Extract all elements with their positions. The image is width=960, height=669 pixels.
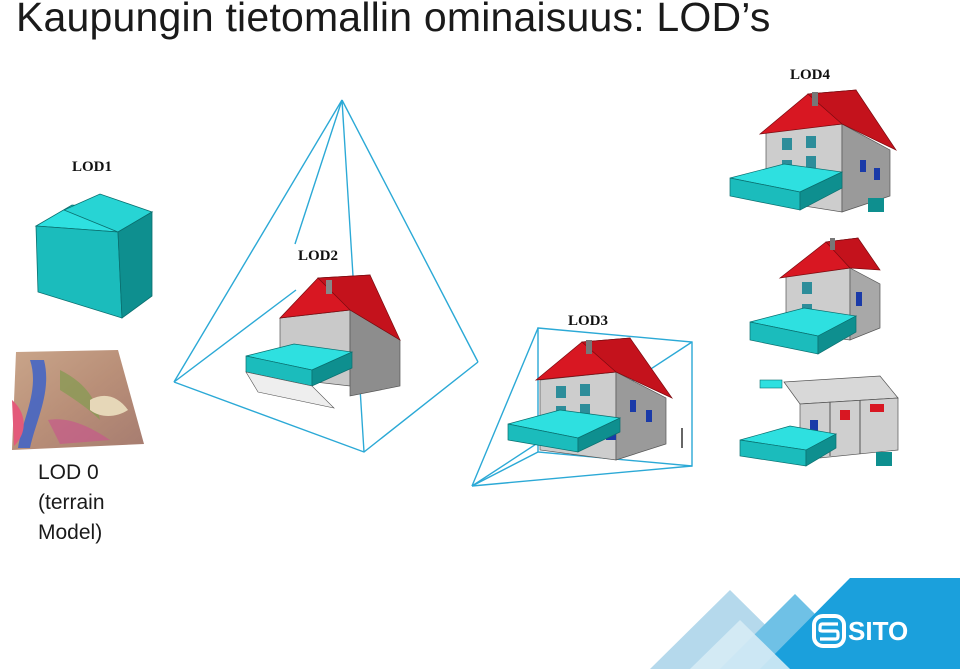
lod0-caption-line1: LOD 0: [38, 461, 99, 484]
lod1-label: LOD1: [72, 159, 112, 175]
lod3-house: [507, 337, 683, 461]
sito-logo: SITO: [812, 614, 908, 648]
lod0-caption-line2: (terrain: [38, 491, 105, 514]
lod0-terrain: [12, 350, 144, 450]
lod4-house-cutaway: [749, 237, 881, 355]
lod3-label: LOD3: [568, 313, 608, 329]
lod0-caption-line3: Model): [38, 521, 103, 544]
lod1-block: [34, 193, 154, 319]
lod2-house: [245, 274, 401, 409]
brand-corner: [650, 578, 960, 669]
lod4-house-exterior: [729, 89, 898, 213]
slide-title: Kaupungin tietomallin ominaisuus: LOD’s: [16, 0, 771, 40]
lod0-caption: LOD 0 (terrain Model): [38, 458, 105, 548]
lod4-label: LOD4: [790, 67, 831, 83]
lod2-frustum: [173, 99, 479, 453]
lod4-house-interior: [739, 375, 899, 467]
lod2-label: LOD2: [298, 248, 338, 264]
sito-logo-icon: [812, 614, 846, 648]
sito-wordmark: SITO: [848, 616, 908, 646]
